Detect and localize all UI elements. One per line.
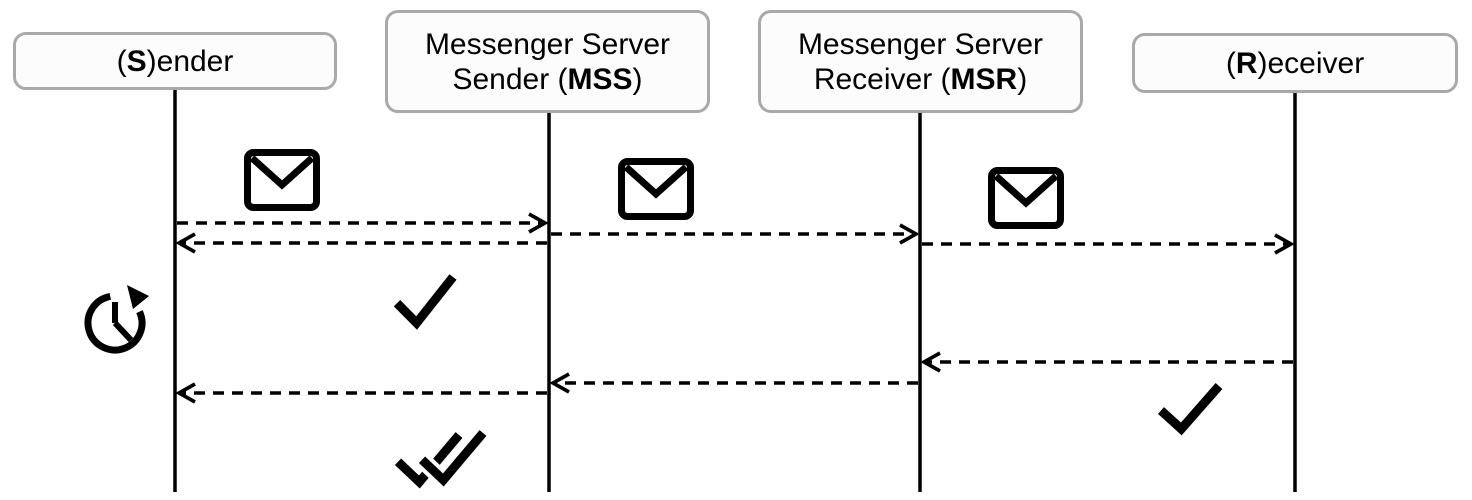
message-sender-to-mss (177, 149, 549, 234)
arrowhead-icon (528, 212, 549, 234)
message-msr-to-receiver (922, 167, 1295, 255)
envelope-icon (244, 149, 320, 211)
single-check-delivered-icon (1157, 383, 1223, 436)
arrowhead-icon (1274, 233, 1295, 255)
envelope-icon (988, 167, 1064, 229)
arrowhead-icon (175, 232, 196, 254)
actor-label-line1: Messenger Server (424, 27, 671, 61)
actor-label-bold: S (126, 44, 147, 78)
actor-label-part: )ender (146, 44, 234, 78)
actor-label-line1: Messenger Server (797, 27, 1044, 61)
actor-label-bold: R (1235, 46, 1258, 80)
ack-mss-to-sender-final (175, 382, 547, 404)
actor-label: (S)ender (117, 44, 234, 79)
actor-label-part: Sender ( (452, 62, 568, 96)
actor-box-msr: Messenger Server Receiver (MSR) (758, 10, 1083, 113)
ack-msr-to-mss (549, 372, 918, 394)
actor-label: Sender (MSS) (452, 62, 642, 97)
actor-label-part: ( (1225, 46, 1236, 80)
actor-label: Receiver (MSR) (814, 62, 1027, 97)
arrowhead-icon (549, 372, 570, 394)
actor-box-sender: (S)ender (13, 32, 337, 90)
actor-label-part: )eceiver (1257, 46, 1365, 80)
actor-label-bold: MSR (950, 62, 1018, 96)
actor-label-bold: MSS (567, 62, 633, 96)
actor-label-part: ( (116, 44, 127, 78)
actor-label: (R)eceiver (1226, 46, 1364, 81)
clock-pending-icon (84, 285, 149, 354)
ack-mss-to-sender (175, 232, 547, 254)
arrowhead-icon (175, 382, 196, 404)
actor-label-part: Receiver ( (813, 62, 951, 96)
message-mss-to-msr (551, 158, 920, 245)
double-check-delivered-icon (394, 427, 490, 493)
single-check-sent-icon (393, 274, 457, 330)
actor-box-receiver: (R)eceiver (1132, 33, 1458, 93)
actor-label-part: ) (1017, 62, 1028, 96)
ack-receiver-to-msr (920, 351, 1293, 373)
actor-box-mss: Messenger Server Sender (MSS) (385, 10, 710, 113)
arrowhead-icon (899, 223, 920, 245)
envelope-icon (618, 158, 694, 220)
actor-label-part: ) (632, 62, 643, 96)
arrowhead-icon (920, 351, 941, 373)
